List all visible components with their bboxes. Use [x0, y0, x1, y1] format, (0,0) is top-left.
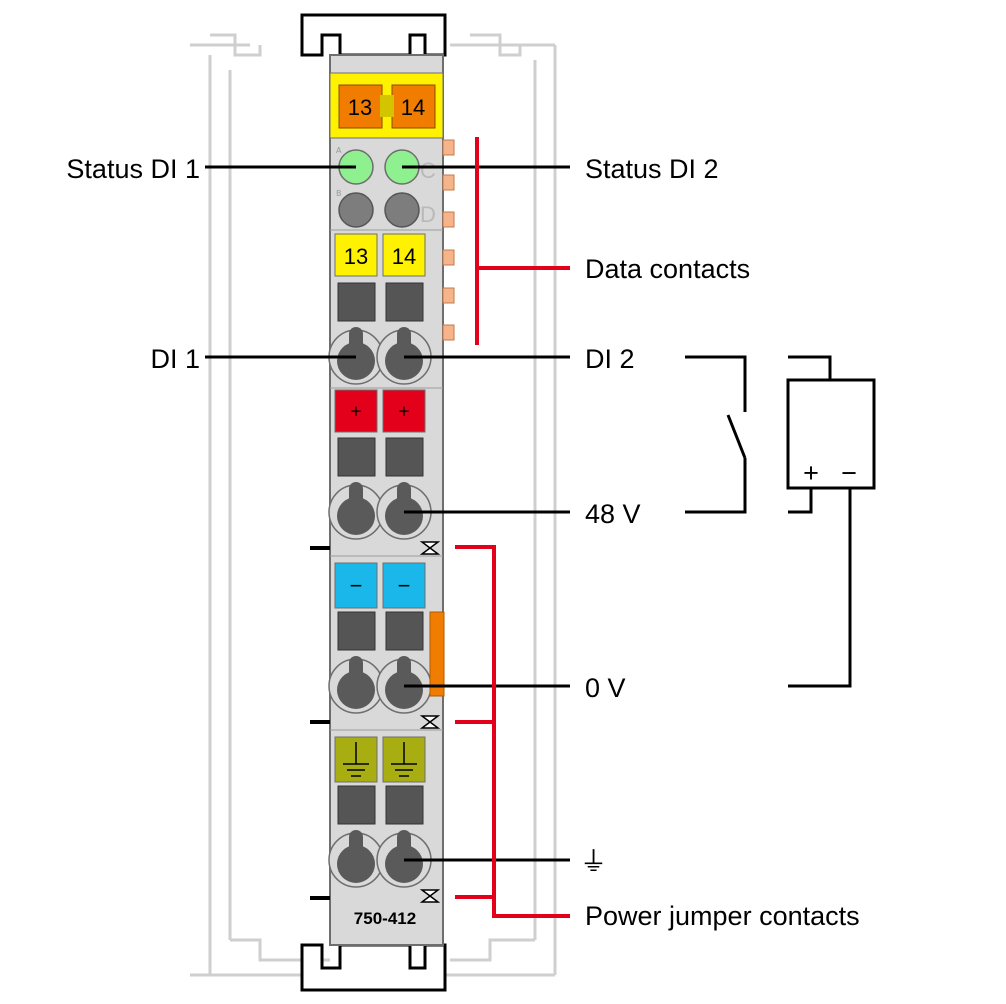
- jumper-bar: [429, 611, 445, 697]
- release-button-2a: [337, 437, 376, 477]
- minus-marker-2-label: −: [398, 573, 411, 598]
- leader-lines: [205, 165, 570, 862]
- release-button-4b: [385, 785, 424, 825]
- status-led-b: [338, 192, 374, 228]
- voltage-source: + −: [786, 355, 876, 688]
- data-contact-pads: [442, 139, 455, 341]
- left-side-tabs: [310, 546, 330, 900]
- label-di1: DI 1: [150, 344, 200, 374]
- label-di2: DI 2: [585, 344, 635, 374]
- label-48v: 48 V: [585, 499, 641, 529]
- minus-marker-1-label: −: [350, 573, 363, 598]
- led-letter-c: C: [420, 158, 436, 183]
- source-plus-label: +: [803, 458, 819, 488]
- release-button-1a: [337, 282, 376, 322]
- led-letter-a: A: [336, 146, 342, 155]
- switch-circuit: [685, 355, 747, 514]
- ground-symbol-icon: ⏚: [580, 847, 607, 877]
- minus-marker-1: [334, 562, 378, 609]
- power-jumper-clips: [419, 541, 441, 903]
- label-status-di1: Status DI 1: [66, 154, 200, 184]
- plus-marker-1-label: +: [350, 402, 363, 420]
- source-minus-label: −: [841, 458, 857, 488]
- label-power-jumper-contacts: Power jumper contacts: [585, 901, 860, 931]
- release-button-3b: [385, 611, 424, 651]
- part-number: 750-412: [354, 909, 416, 928]
- power-jumper-bracket: [455, 545, 570, 918]
- ground-marker-1: [334, 736, 378, 783]
- terminal-marker-14: [382, 233, 426, 277]
- minus-marker-2: [382, 562, 426, 609]
- plus-marker-1: [334, 389, 378, 433]
- plus-marker-2-label: +: [398, 402, 411, 420]
- bottom-latch: [300, 943, 447, 992]
- top-latch: [300, 13, 447, 57]
- clamp-0v-2: [376, 656, 432, 714]
- source-box: [786, 378, 876, 490]
- label-data-contacts: Data contacts: [585, 254, 750, 284]
- release-button-2b: [385, 437, 424, 477]
- label-0v: 0 V: [585, 673, 626, 703]
- top-marker-13-label: 13: [348, 95, 372, 120]
- ground-marker-2: [382, 736, 426, 783]
- label-status-di2: Status DI 2: [585, 154, 719, 184]
- release-button-3a: [337, 611, 376, 651]
- clamp-ground-1: [328, 830, 384, 888]
- led-letter-b: B: [336, 189, 342, 198]
- terminal-marker-13: [334, 233, 378, 277]
- data-contacts-bracket: [475, 137, 570, 345]
- top-marker-14: [391, 84, 436, 129]
- release-button-4a: [337, 785, 376, 825]
- top-marker-13: [338, 84, 383, 129]
- clamp-48v-1: [328, 482, 384, 540]
- led-letter-d: D: [420, 202, 436, 227]
- din-rail: [190, 33, 557, 977]
- status-led-d: [384, 192, 420, 228]
- terminal-marker-13-label: 13: [344, 244, 368, 269]
- top-marker-14-label: 14: [401, 95, 425, 120]
- plus-marker-2: [382, 389, 426, 433]
- release-button-1b: [385, 282, 424, 322]
- clamp-0v-1: [328, 656, 384, 714]
- io-module: 13 14 A B C D 13 14 + +: [300, 13, 455, 992]
- terminal-marker-14-label: 14: [392, 244, 416, 269]
